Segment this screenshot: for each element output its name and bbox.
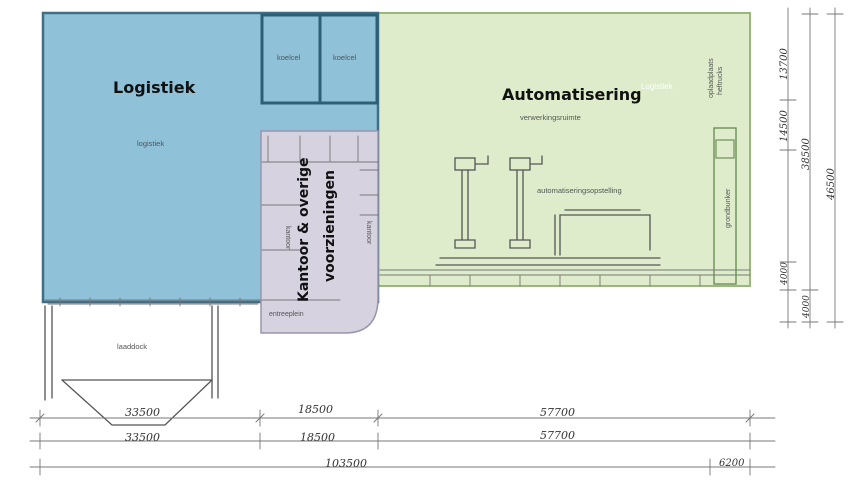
kantoor-sub-2: kantoor [365,221,372,245]
grondbunker-label: grondbunker [725,188,732,228]
dim-right-2: 14500 [779,110,790,142]
entreeplein-label: entreeplein [269,311,304,318]
dim-row2-3: 57700 [540,429,575,442]
kantoor-sketch [261,135,379,301]
koelcel-1-label: koelcel [277,53,301,62]
dim-end: 6200 [719,458,745,469]
automatisering-title: Automatisering [502,85,642,104]
dimension-lines-right [779,7,844,329]
kantoor-title-2: voorzieningen [322,170,338,282]
oplaadplaats-label-1: oplaadplaats [708,58,715,98]
automatisering-sketch [435,155,661,266]
dim-row2-2: 18500 [300,431,335,444]
dim-row1-3: 57700 [540,406,575,419]
dim-right-5: 4000 [780,262,790,286]
logistiek-title: Logistiek [113,78,196,97]
dim-row1-2: 18500 [298,403,333,416]
automatisering-edge-sketch [379,269,751,287]
dim-right-1: 13700 [779,48,790,80]
kantoor-title-1: Kantoor & overige [296,157,312,302]
kantoor-sub-1: kantoor [284,226,291,250]
dim-right-4: 46500 [826,168,837,201]
automatiseringsopstelling-label: automatiseringsopstelling [537,186,622,195]
room-grondbunker [713,127,737,285]
automatisering-sub: verwerkingsruimte [520,113,581,122]
dim-row1-1: 33500 [125,406,160,419]
dimension-lines-bottom [29,409,776,476]
laaddock-sketch [44,305,219,426]
zone-automatisering [377,12,751,287]
oplaadplaats-label-2: heftrucks [717,66,724,95]
dim-right-6: 4000 [802,295,812,319]
zone-kantoor [260,130,379,334]
dim-row2-1: 33500 [125,431,160,444]
room-koelcel-2 [318,13,379,105]
logistiek-sub: logistiek [137,139,164,148]
laaddock-label: laaddock [117,342,147,351]
koelcel-2-label: koelcel [333,53,357,62]
room-koelcel-1 [260,13,322,105]
logistiek-edge-sketch [44,297,261,307]
grondbunker-head [715,139,735,159]
dim-right-3: 38500 [801,138,812,170]
dim-total: 103500 [325,457,367,470]
automatisering-tag: Logistiek [641,82,674,91]
